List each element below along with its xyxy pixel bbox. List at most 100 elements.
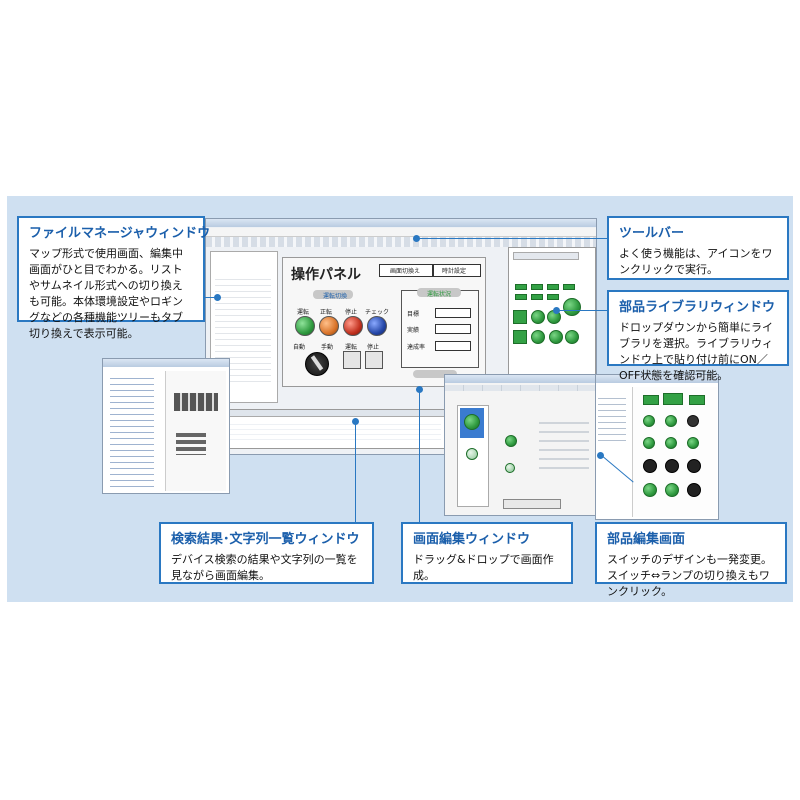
- lib-part-5[interactable]: [515, 294, 527, 300]
- lib-part-10[interactable]: [531, 310, 545, 324]
- tree-view[interactable]: [106, 371, 162, 491]
- lib-part-7[interactable]: [547, 294, 559, 300]
- lib-grid-round-5[interactable]: [665, 437, 677, 449]
- callout-parts-library: 部品ライブラリウィンドウ ドロップダウンから簡単にライブラリを選択。ライブラリウ…: [607, 290, 789, 382]
- lib-grid-rect-1[interactable]: [643, 395, 659, 405]
- switch-preview-off: [505, 463, 515, 473]
- green-lamp-button[interactable]: [295, 316, 315, 336]
- callout-search-results-title: 検索結果･文字列一覧ウィンドウ: [171, 532, 360, 547]
- dialog-title-bar: [445, 375, 603, 383]
- lib-grid-round-6[interactable]: [687, 437, 699, 449]
- section-status-label: 運転状況: [417, 288, 461, 298]
- label-auto: 自動: [293, 344, 306, 351]
- connector-search: [355, 424, 356, 524]
- lib-part-15[interactable]: [565, 330, 579, 344]
- toolbar-strip[interactable]: [206, 237, 596, 247]
- lib-grid-round-4[interactable]: [643, 437, 655, 449]
- library-title-bar: [596, 375, 718, 383]
- callout-file-manager-title: ファイルマネージャウィンドウ: [29, 226, 211, 241]
- callout-screen-edit: 画面編集ウィンドウ ドラッグ&ドロップで画面作成。: [401, 522, 573, 584]
- label-rate: 達成率: [407, 344, 426, 351]
- dialog-ok-button[interactable]: [503, 499, 561, 509]
- menu-bar[interactable]: [206, 228, 596, 237]
- label-result: 実績: [407, 327, 420, 334]
- callout-toolbar-desc: よく使う機能は、アイコンをワンクリックで実行。: [619, 247, 773, 276]
- callout-parts-edit-desc: スイッチのデザインも一発変更。スイッチ⇔ランプの切り換えもワンクリック。: [607, 553, 772, 598]
- callout-parts-library-desc: ドロップダウンから簡単にライブラリを選択。ライブラリウィンドウ上で貼り付け前にO…: [619, 321, 773, 382]
- thumbnail-panel[interactable]: [165, 371, 226, 491]
- library-tree[interactable]: [598, 395, 626, 445]
- dot-parts-edit: [597, 452, 604, 459]
- btn-normal-label: 正転: [320, 309, 333, 316]
- lib-grid-round-9[interactable]: [687, 459, 701, 473]
- dialog-option-boxes[interactable]: [539, 415, 589, 475]
- lib-part-6[interactable]: [531, 294, 543, 300]
- callout-search-results: 検索結果･文字列一覧ウィンドウ デバイス検索の結果や文字列の一覧を見ながら画面編…: [159, 522, 374, 584]
- library-grid[interactable]: [632, 387, 717, 517]
- panel-title: 操作パネル: [291, 267, 361, 283]
- dot-search: [352, 418, 359, 425]
- part-preview-list[interactable]: [457, 405, 489, 507]
- label-target: 目標: [407, 311, 420, 318]
- connector-file-manager: [202, 297, 220, 298]
- blue-lamp-button[interactable]: [367, 316, 387, 336]
- callout-parts-edit-title: 部品編集画面: [607, 532, 686, 547]
- lib-grid-rect-2[interactable]: [663, 393, 683, 405]
- lib-part-12[interactable]: [513, 330, 527, 344]
- dot-library: [553, 307, 560, 314]
- lib-part-8[interactable]: [563, 298, 581, 316]
- illustration-background: 操作パネル 画面切換え 時計設定 運転切換 運転 正転 停止 チェック 自動 手…: [7, 196, 793, 602]
- lib-part-4[interactable]: [563, 284, 575, 290]
- stop-square-button[interactable]: [365, 351, 383, 369]
- red-lamp-button[interactable]: [343, 316, 363, 336]
- callout-file-manager: ファイルマネージャウィンドウ マップ形式で使用画面、編集中画面がひと目でわかる。…: [17, 216, 211, 340]
- lib-grid-round-7[interactable]: [643, 459, 657, 473]
- search-results-pane[interactable]: [210, 409, 448, 449]
- lib-grid-round-2[interactable]: [665, 415, 677, 427]
- file-manager-popup: [102, 358, 230, 494]
- lib-grid-round-1[interactable]: [643, 415, 655, 427]
- callout-search-results-desc: デバイス検索の結果や文字列の一覧を見ながら画面編集。: [171, 553, 358, 582]
- callout-screen-edit-desc: ドラッグ&ドロップで画面作成。: [413, 553, 554, 582]
- btn-operation-label: 運転: [297, 309, 310, 316]
- rate-value-box: [435, 341, 471, 351]
- callout-toolbar: ツールバー よく使う機能は、アイコンをワンクリックで実行。: [607, 216, 789, 280]
- main-editor-window: 操作パネル 画面切換え 時計設定 運転切換 運転 正転 停止 チェック 自動 手…: [205, 218, 597, 455]
- lib-grid-round-10[interactable]: [643, 483, 657, 497]
- callout-file-manager-desc: マップ形式で使用画面、編集中画面がひと目でわかる。リストやサムネイル形式への切り…: [29, 247, 183, 340]
- lib-part-13[interactable]: [531, 330, 545, 344]
- lib-grid-round-3[interactable]: [687, 415, 699, 427]
- library-pane[interactable]: [508, 247, 596, 387]
- callout-parts-edit: 部品編集画面 スイッチのデザインも一発変更。スイッチ⇔ランプの切り換えもワンクリ…: [595, 522, 787, 598]
- tab-screen-switch[interactable]: 画面切換え: [379, 264, 433, 277]
- section-run-label: 運転切換: [313, 290, 353, 300]
- tab-time-setting[interactable]: 時計設定: [433, 264, 481, 277]
- label-run: 運転: [345, 344, 358, 351]
- run-square-button[interactable]: [343, 351, 361, 369]
- lib-part-9[interactable]: [513, 310, 527, 324]
- lib-grid-round-11[interactable]: [665, 483, 679, 497]
- main-title-bar: [206, 219, 596, 227]
- lib-part-2[interactable]: [531, 284, 543, 290]
- selector-switch-dial[interactable]: [305, 352, 329, 376]
- target-value-box: [435, 308, 471, 318]
- orange-lamp-button[interactable]: [319, 316, 339, 336]
- callout-screen-edit-title: 画面編集ウィンドウ: [413, 532, 531, 547]
- lib-grid-round-12[interactable]: [687, 483, 701, 497]
- lib-part-3[interactable]: [547, 284, 559, 290]
- label-stop2: 停止: [367, 344, 380, 351]
- lib-part-14[interactable]: [549, 330, 563, 344]
- lib-grid-round-8[interactable]: [665, 459, 679, 473]
- callout-parts-library-title: 部品ライブラリウィンドウ: [619, 300, 776, 315]
- dialog-tabs[interactable]: [445, 385, 603, 391]
- switch-preview-on: [505, 435, 517, 447]
- result-value-box: [435, 324, 471, 334]
- lib-grid-rect-3[interactable]: [689, 395, 705, 405]
- callout-toolbar-title: ツールバー: [619, 226, 685, 241]
- btn-check-label: チェック: [365, 309, 390, 316]
- screen-edit-area[interactable]: 操作パネル 画面切換え 時計設定 運転切換 運転 正転 停止 チェック 自動 手…: [282, 257, 486, 387]
- connector-library: [559, 310, 607, 311]
- popup-title-bar: [103, 359, 229, 367]
- parts-edit-dialog: [444, 374, 604, 516]
- lib-part-1[interactable]: [515, 284, 527, 290]
